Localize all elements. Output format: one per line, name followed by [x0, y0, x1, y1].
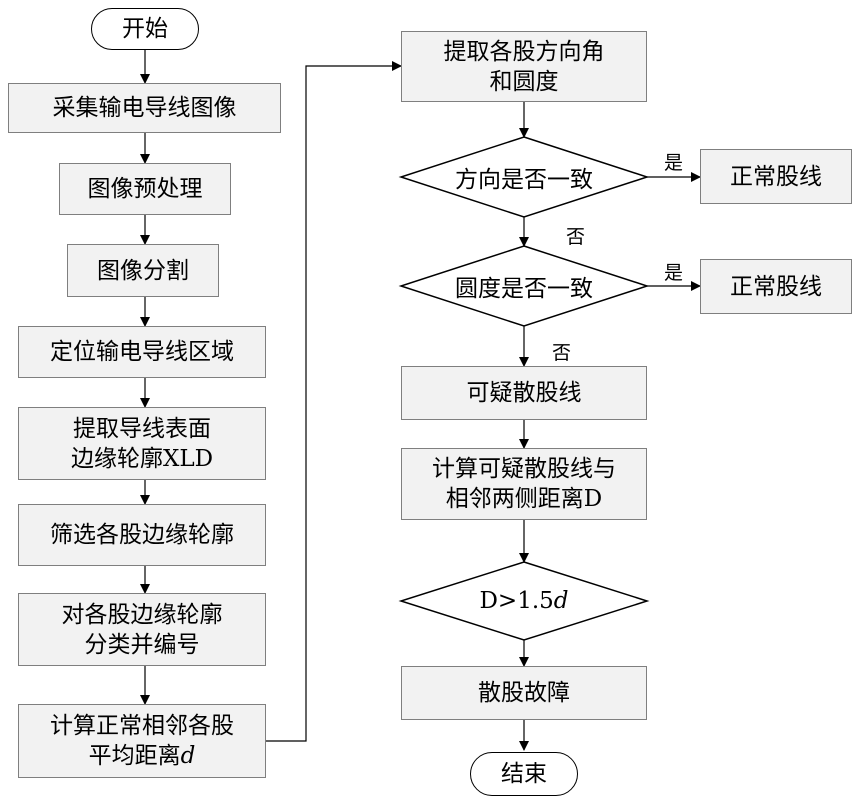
step-segment-label: 图像分割: [97, 257, 189, 284]
step-suspect-strand: 可疑散股线: [401, 366, 647, 420]
step-preprocess-label: 图像预处理: [87, 176, 203, 202]
step-filter-label: 筛选各股边缘轮廓: [50, 522, 234, 548]
step-preprocess: 图像预处理: [59, 163, 231, 215]
end-label: 结束: [501, 761, 547, 787]
result-normal-strand-2: 正常股线: [700, 259, 852, 314]
step-filter-contours: 筛选各股边缘轮廓: [18, 504, 266, 566]
decision-threshold-label: D>1.5d: [479, 588, 568, 614]
result-normal-2-label: 正常股线: [730, 273, 822, 300]
step-compute-distance: 计算可疑散股线与 相邻两侧距离D: [401, 448, 647, 520]
variable-d: d: [180, 743, 196, 769]
step-average-distance: 计算正常相邻各股 平均距离d: [18, 704, 266, 778]
step-capture-label: 采集输电导线图像: [52, 95, 237, 121]
step-locate-label: 定位输电导线区域: [50, 339, 234, 365]
step-angle-line2: 和圆度: [489, 68, 559, 95]
arrow-avg-to-angle: [266, 61, 402, 742]
step-extract-angle-roundness: 提取各股方向角 和圆度: [401, 31, 647, 102]
decision-roundness-label: 圆度是否一致: [455, 276, 593, 302]
step-average-line1: 计算正常相邻各股: [50, 713, 234, 739]
step-capture-image: 采集输电导线图像: [8, 83, 281, 133]
step-average-line2: 平均距离d: [89, 741, 196, 771]
step-fault-label: 散股故障: [478, 680, 570, 706]
step-locate-region: 定位输电导线区域: [18, 326, 266, 378]
edge-label-no-roundness: 否: [552, 342, 572, 364]
step-extract-line1: 提取导线表面: [73, 415, 211, 442]
step-suspect-label: 可疑散股线: [466, 380, 582, 406]
step-distance-line1: 计算可疑散股线与: [432, 456, 616, 482]
step-average-text: 平均距离: [88, 743, 181, 769]
step-strand-fault: 散股故障: [401, 666, 647, 720]
decision-direction-shape: [398, 136, 650, 218]
end-terminal: 结束: [470, 752, 578, 796]
step-angle-line1: 提取各股方向角: [443, 38, 605, 65]
decision-roundness: 圆度是否一致: [401, 246, 647, 326]
start-label: 开始: [122, 16, 168, 42]
decision-direction-label: 方向是否一致: [455, 167, 593, 193]
step-extract-line2: 边缘轮廓XLD: [70, 445, 214, 472]
step-segmentation: 图像分割: [67, 244, 219, 297]
edge-label-yes-roundness: 是: [664, 262, 684, 284]
decision-threshold-shape: [398, 561, 650, 641]
step-classify-line1: 对各股边缘轮廓: [61, 601, 223, 628]
edge-label-no-direction: 否: [566, 226, 586, 248]
step-classify-number: 对各股边缘轮廓 分类并编号: [18, 593, 266, 666]
result-normal-1-label: 正常股线: [730, 163, 822, 190]
decision-direction: 方向是否一致: [401, 137, 647, 217]
decision-threshold: D>1.5d: [401, 562, 647, 640]
threshold-variable-d: d: [553, 588, 569, 614]
start-terminal: 开始: [91, 8, 199, 50]
decision-roundness-shape: [398, 245, 650, 327]
step-classify-line2: 分类并编号: [84, 631, 200, 658]
result-normal-strand-1: 正常股线: [700, 149, 852, 204]
threshold-text: D>1.5: [479, 588, 554, 614]
step-distance-line2: 相邻两侧距离D: [445, 486, 603, 512]
edge-label-yes-direction: 是: [664, 152, 684, 174]
step-extract-contour: 提取导线表面 边缘轮廓XLD: [18, 407, 266, 480]
